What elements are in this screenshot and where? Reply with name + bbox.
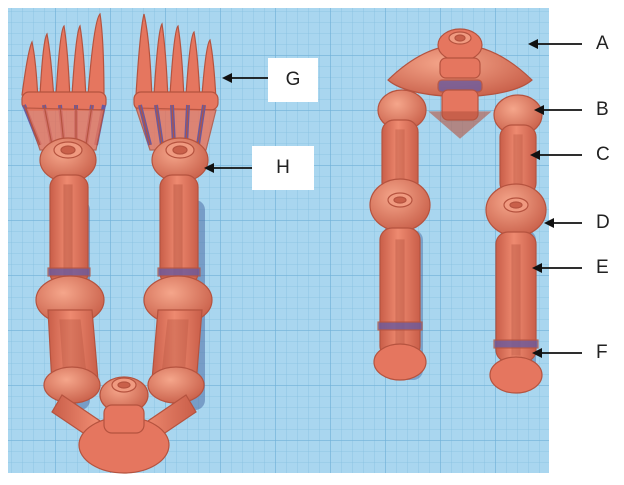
label-E: E [596,257,609,279]
arrow-D [544,218,582,228]
label-D: D [596,212,610,234]
arrow-C [530,150,582,160]
label-B: B [596,99,609,121]
arrow-F [532,348,582,358]
label-G: G [268,58,318,102]
label-C: C [596,144,610,166]
label-A: A [596,33,609,55]
arrow-B [534,105,582,115]
arrow-E [532,263,582,273]
label-F: F [596,342,608,364]
arrow-A [528,39,582,49]
label-H: H [252,146,314,190]
